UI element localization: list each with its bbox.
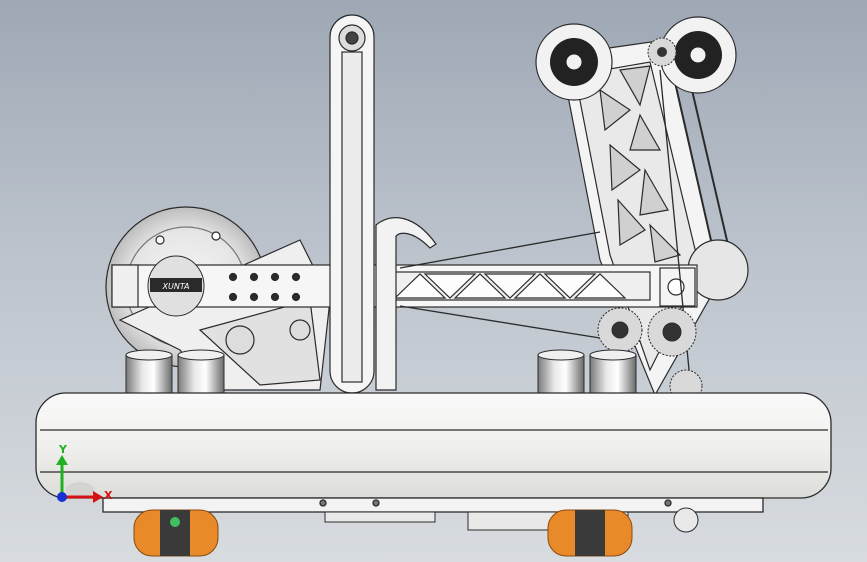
svg-text:XUNTA: XUNTA	[162, 282, 190, 291]
coordinate-triad	[56, 455, 103, 503]
triad-y-label: Y	[59, 443, 67, 456]
left-drive-wheel	[133, 509, 219, 557]
hook	[375, 217, 437, 391]
right-motor-cans	[537, 349, 637, 396]
triad-x-label: X	[104, 489, 113, 502]
top-sprocket	[647, 37, 677, 67]
right-drive-wheel	[547, 509, 633, 557]
top-left-wheel	[535, 23, 613, 101]
horizontal-truss-arm	[111, 264, 698, 308]
base-chassis	[35, 392, 832, 513]
vertical-lift-arm	[329, 14, 375, 394]
z-axis-dot	[57, 492, 67, 502]
left-motor-cans	[125, 349, 225, 396]
logo-plate: XUNTA	[147, 255, 205, 317]
top-right-wheel	[659, 16, 737, 94]
